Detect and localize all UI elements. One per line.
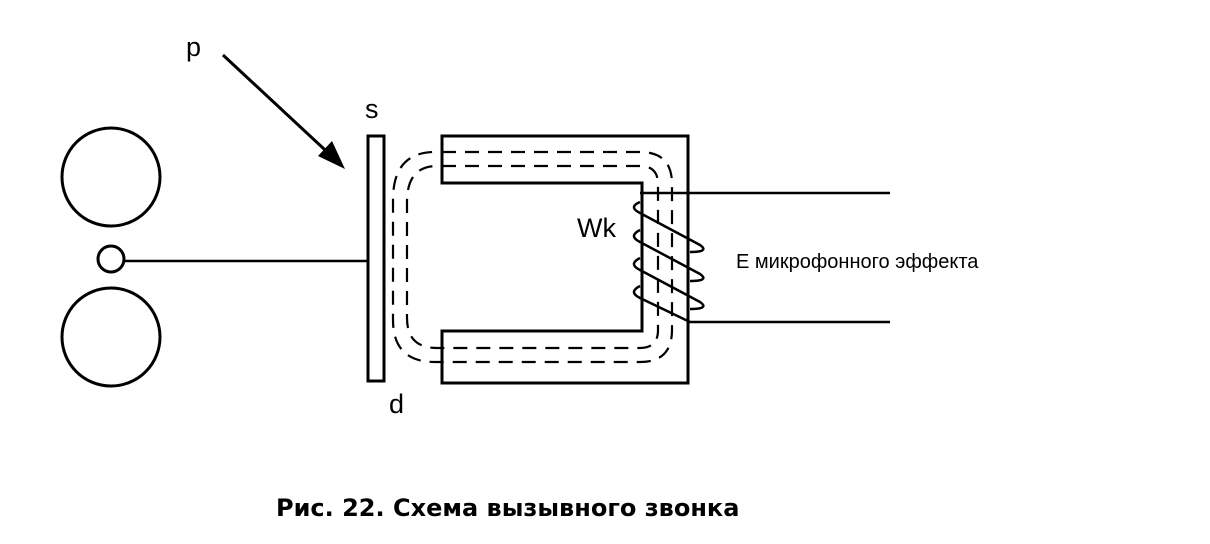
- magnet-core: [440, 134, 690, 385]
- flux-path-outer: [391, 150, 674, 364]
- label-s: s: [365, 94, 379, 124]
- bell-cup-top: [60, 126, 162, 228]
- pressure-arrow: [221, 53, 340, 164]
- label-p: p: [186, 32, 201, 62]
- winding-coil: [632, 191, 705, 324]
- figure-caption: Рис. 22. Схема вызывного звонка: [276, 494, 739, 522]
- membrane-plate: [366, 134, 386, 383]
- flux-path-inner: [405, 164, 660, 350]
- label-wk: Wk: [577, 213, 616, 243]
- pressure-arrowhead: [318, 141, 345, 169]
- label-d: d: [389, 389, 404, 419]
- label-emf: E микрофонного эффекта: [736, 251, 979, 273]
- striker-ball: [96, 244, 126, 274]
- bell-cup-bottom: [60, 286, 162, 388]
